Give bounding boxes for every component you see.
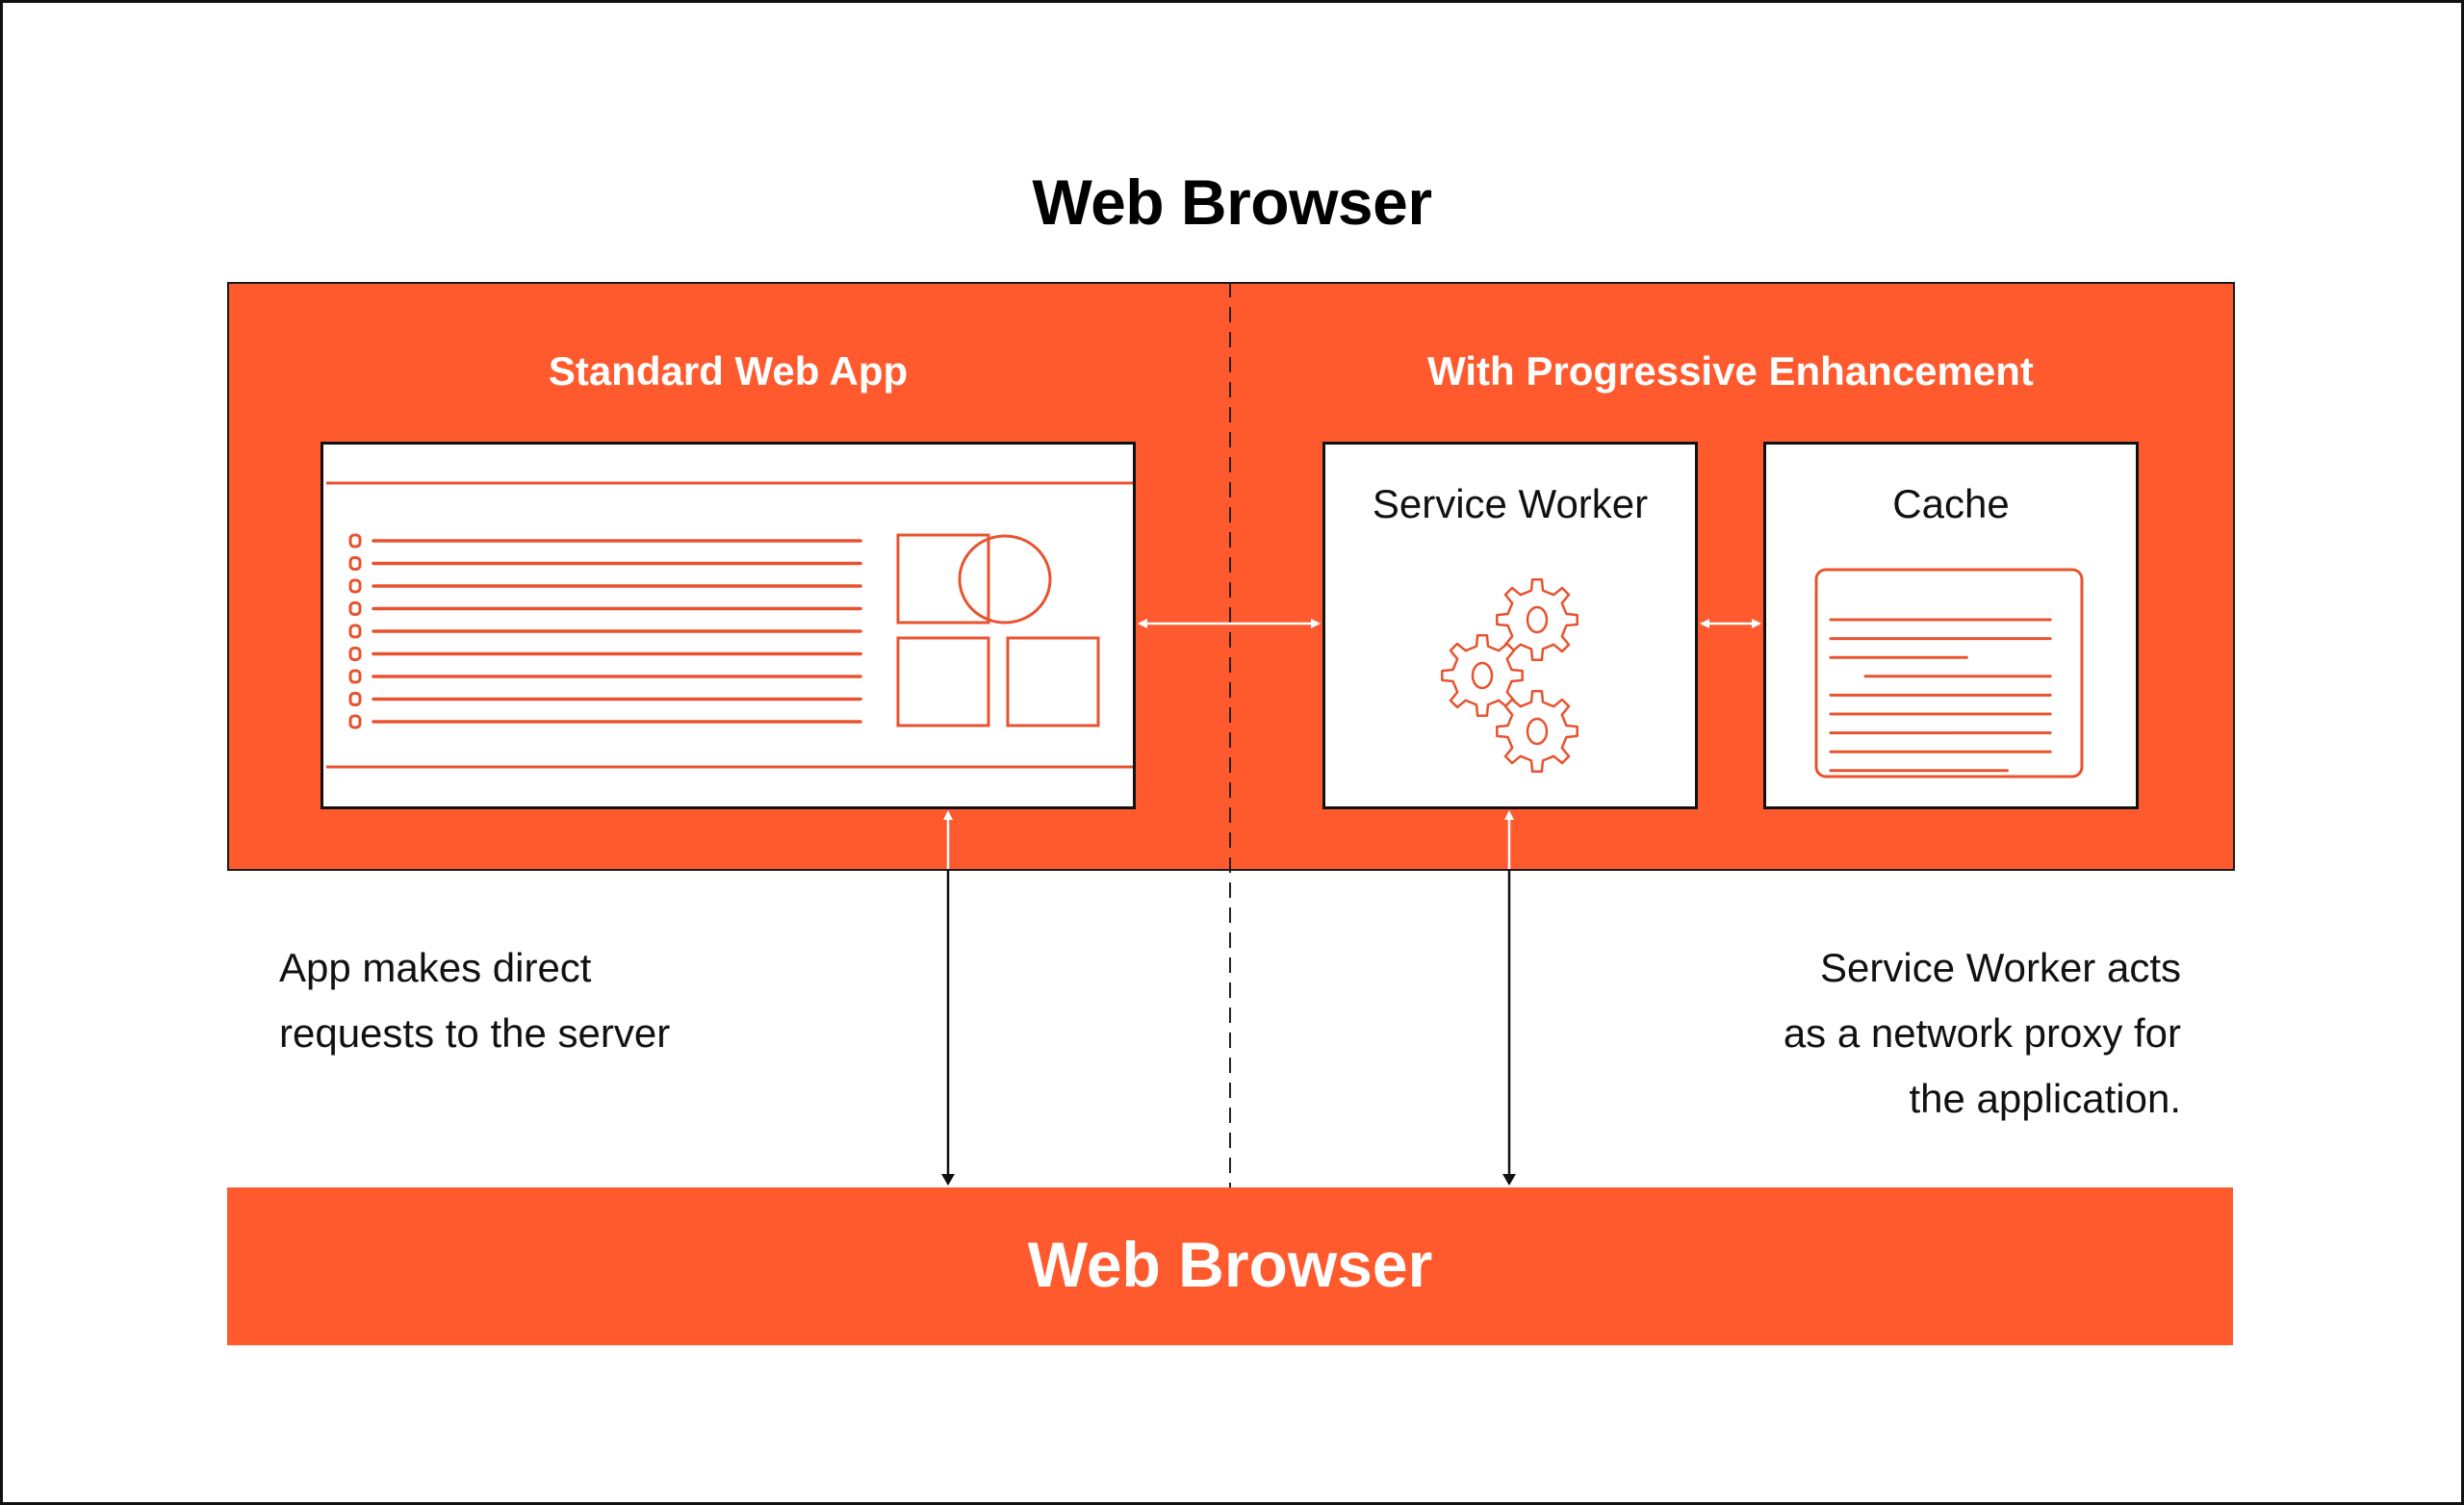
list-bullet-icon [348,556,362,571]
right-caption-line: Service Worker acts [1820,945,2181,990]
web-browser-bar: Web Browser [227,1187,2233,1345]
cache-box: Cache [1763,442,2139,809]
gear-hole [1526,605,1549,634]
list-bullet-icon [348,624,362,639]
web-browser-bar-label: Web Browser [1027,1229,1433,1300]
left-caption-line: requests to the server [279,1010,671,1056]
list-bullet-icon [348,692,362,706]
service-worker-label: Service Worker [1372,481,1649,526]
web-app-wireframe-icon [326,481,1133,769]
list-bullet-icon [348,533,362,548]
list-bullet-icon [348,714,362,729]
list-bullet-icon [348,578,362,594]
right-caption: Service Worker acts as a network proxy f… [1784,935,2181,1132]
list-bullet-icon [348,601,362,616]
cache-document-icon [1814,568,2084,778]
gear-hole [1471,661,1494,690]
progressive-enhancement-title: With Progressive Enhancement [1427,348,2034,394]
list-bullet-icon [348,647,362,661]
left-caption-line: App makes direct [279,945,592,990]
service-worker-box: Service Worker [1322,442,1698,809]
cache-label: Cache [1892,481,2010,526]
web-app-box [321,442,1136,809]
gear-hole [1526,717,1549,746]
right-caption-line: the application. [1909,1076,2181,1121]
gear-icon [1496,690,1578,773]
gears-icon [1441,578,1578,773]
list-bullet-icon [348,669,362,684]
gear-icon [1496,578,1578,661]
gear-icon [1441,634,1524,717]
diagram-title: Web Browser [1032,166,1432,238]
right-caption-line: as a network proxy for [1783,1010,2181,1056]
standard-web-app-title: Standard Web App [548,348,909,394]
left-caption: App makes direct requests to the server [279,935,670,1066]
